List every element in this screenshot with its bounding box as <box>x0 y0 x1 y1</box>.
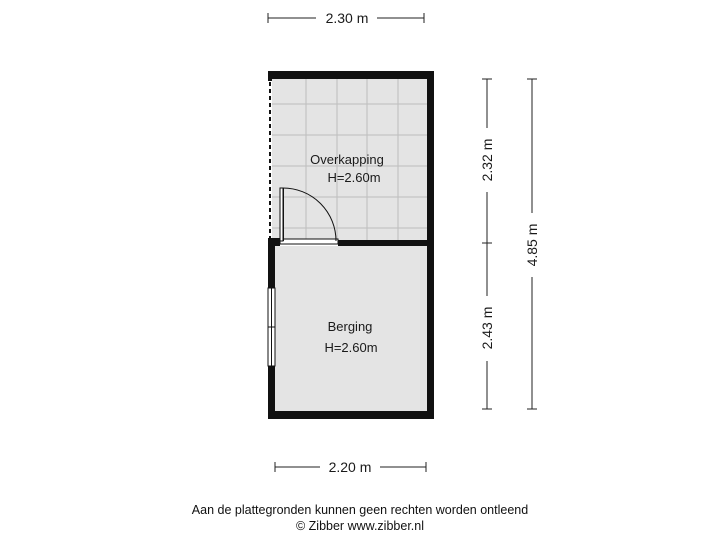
footer-copyright: © Zibber www.zibber.nl <box>295 519 424 533</box>
room-name-overkapping: Overkapping <box>310 152 384 167</box>
dimension-bottom <box>274 462 427 472</box>
dimension-lower-label: 2.43 m <box>479 307 495 350</box>
floor-tile-grid <box>272 79 427 242</box>
dimension-right-inner <box>482 78 492 410</box>
dimension-bottom-label: 2.20 m <box>329 459 372 475</box>
dimension-right-total <box>527 78 537 410</box>
dimension-top <box>267 13 425 23</box>
door-symbol <box>279 187 339 245</box>
footer-disclaimer: Aan de plattegronden kunnen geen rechten… <box>191 503 529 517</box>
room-height-overkapping: H=2.60m <box>327 170 380 185</box>
dimension-top-label: 2.30 m <box>326 10 369 26</box>
room-name-berging: Berging <box>328 319 373 334</box>
dimension-total-label: 4.85 m <box>524 224 540 267</box>
overkapping-floor <box>272 79 427 242</box>
walls <box>268 71 434 419</box>
berging-floor <box>275 246 427 411</box>
dimension-upper-label: 2.32 m <box>479 139 495 182</box>
room-height-berging: H=2.60m <box>324 340 377 355</box>
window-symbol <box>267 287 276 367</box>
